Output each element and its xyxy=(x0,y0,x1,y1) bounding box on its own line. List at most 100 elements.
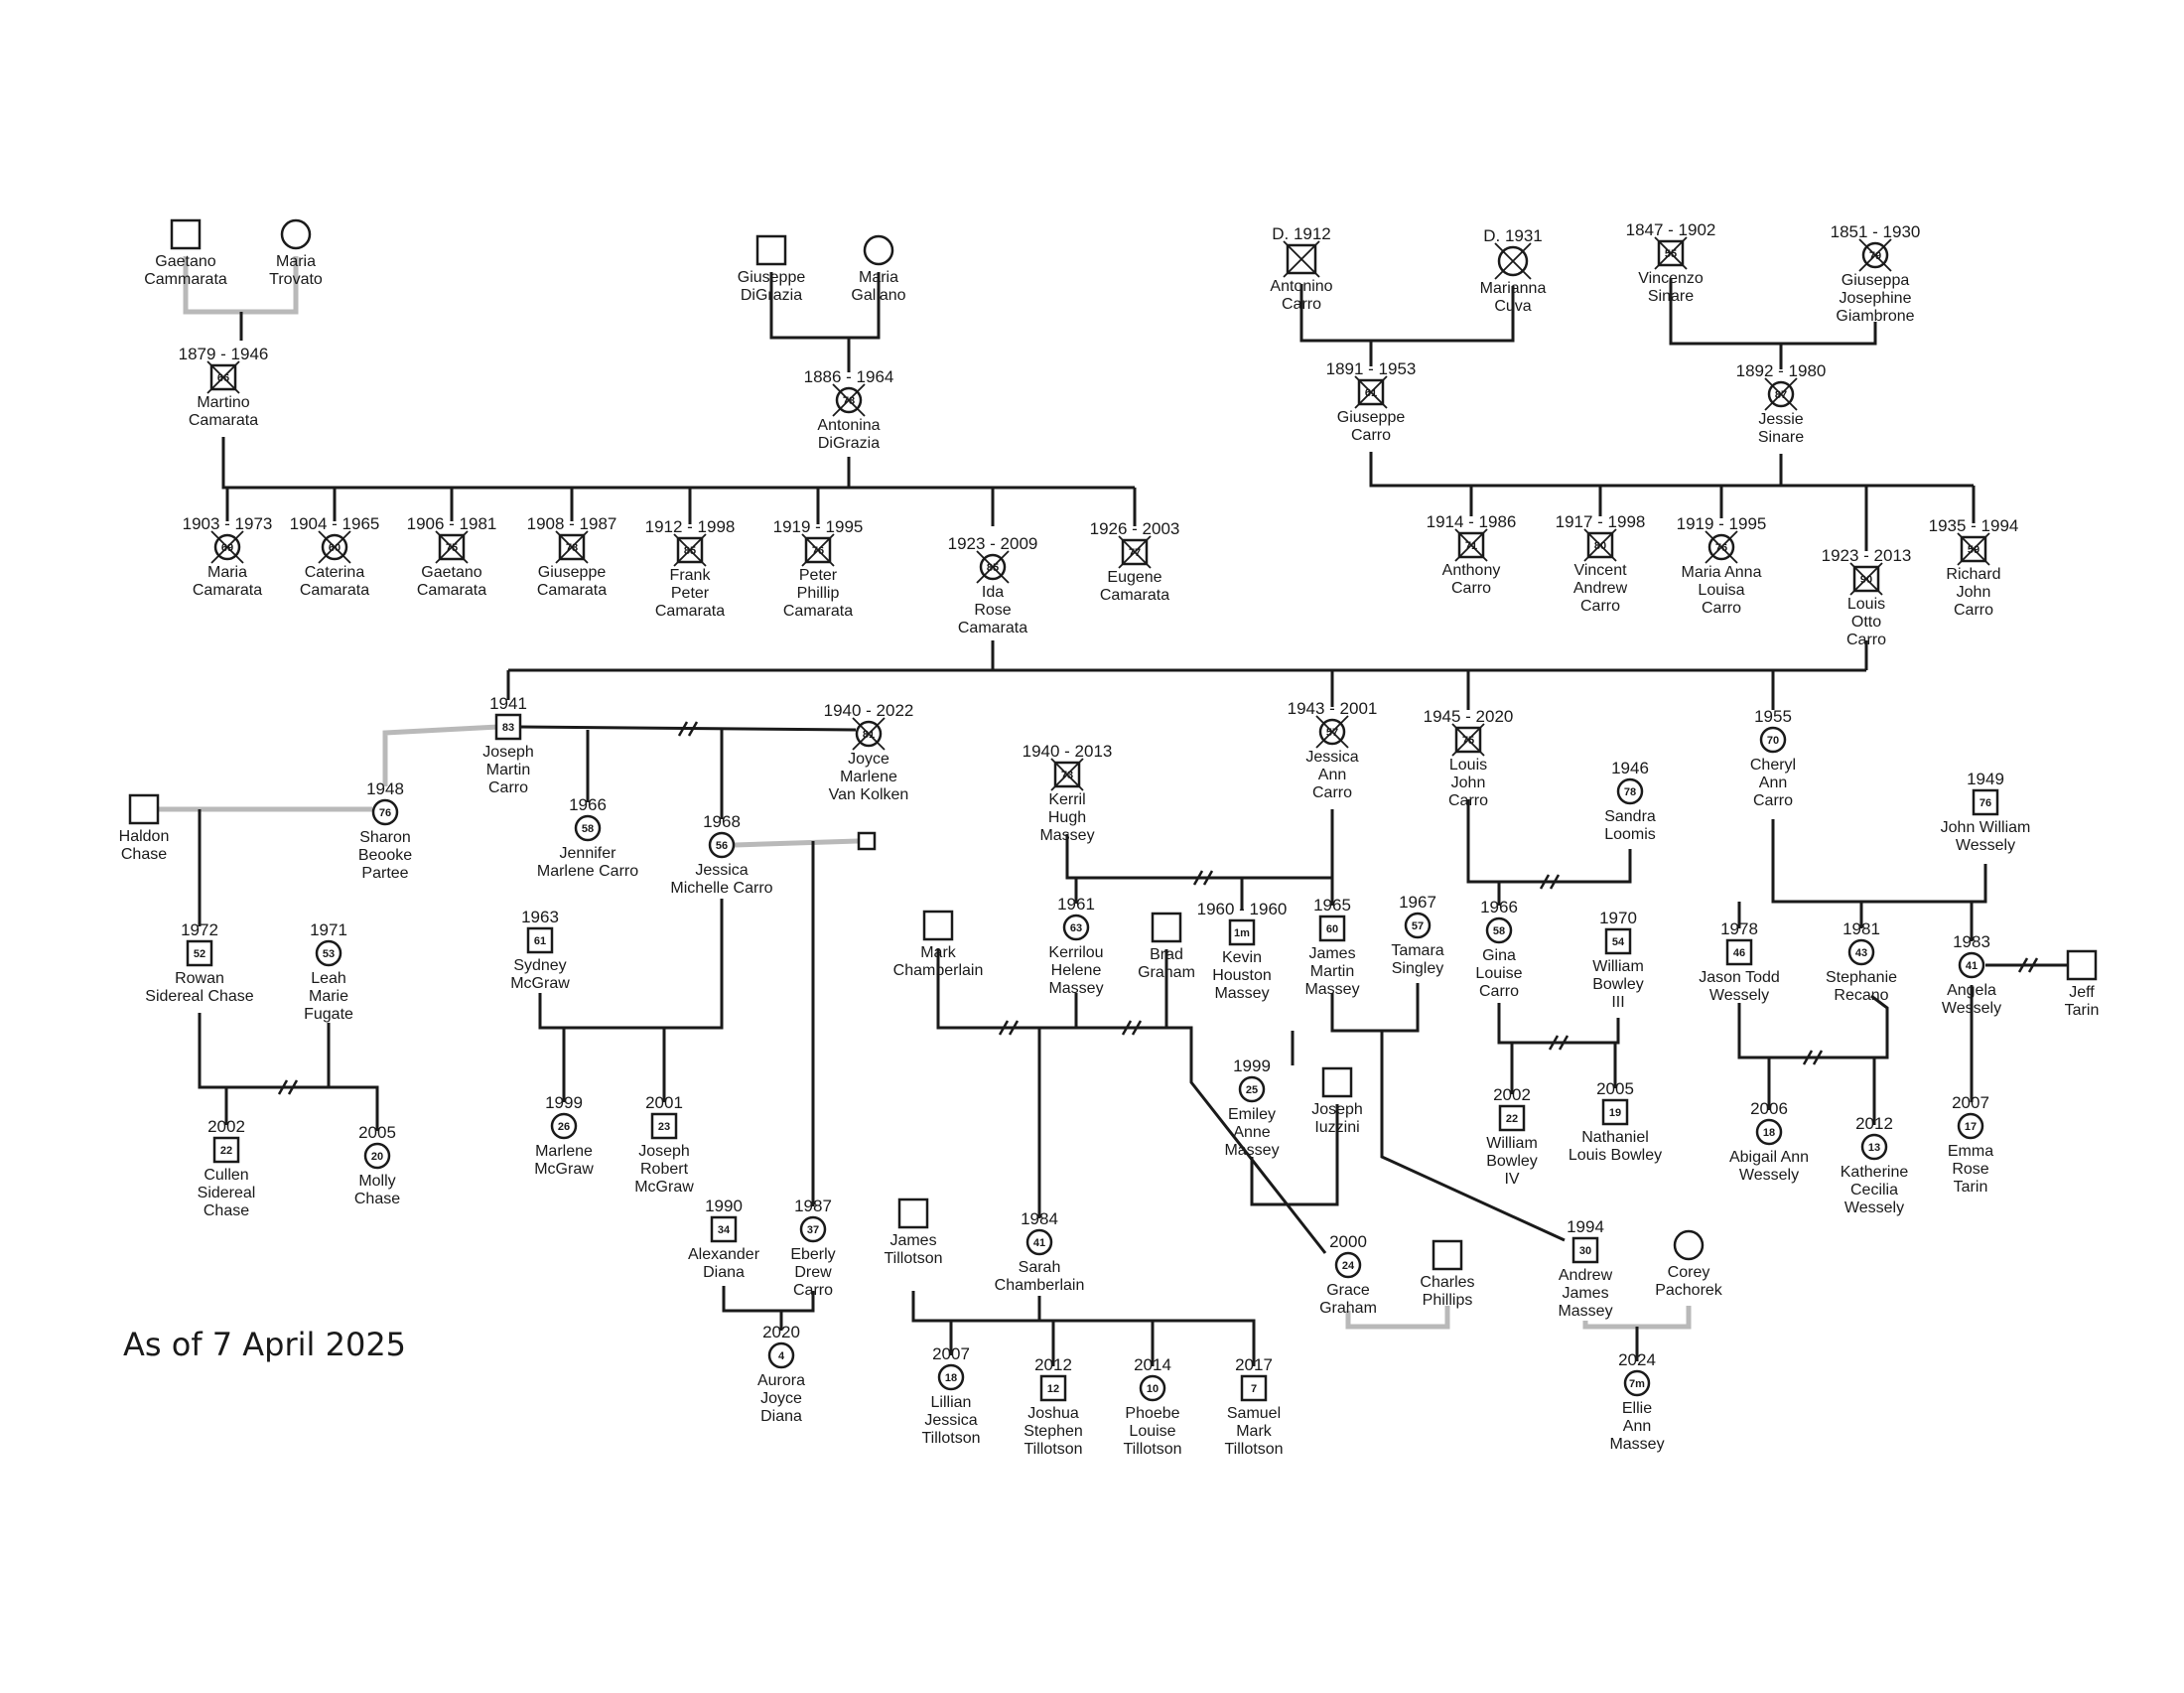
name-line: Martin xyxy=(486,762,530,778)
name-line: Angela xyxy=(1947,982,1996,999)
deceased-cross-icon xyxy=(318,530,351,564)
age-label: 87 xyxy=(1775,389,1787,401)
name-line: Abigail Ann xyxy=(1729,1149,1809,1166)
name-line: Eberly xyxy=(790,1246,835,1263)
name-line: Anthony xyxy=(1442,562,1501,579)
age-label: 19 xyxy=(1609,1107,1621,1119)
life-dates: 1961 xyxy=(1057,895,1095,914)
age-label: 24 xyxy=(1342,1260,1355,1272)
divorce-mark xyxy=(2017,957,2039,973)
life-dates: 1946 xyxy=(1611,759,1649,777)
name-line: Wessely xyxy=(1709,987,1769,1004)
age-label: 66 xyxy=(217,372,229,384)
name-line: Ann xyxy=(1623,1418,1651,1435)
age-label: 70 xyxy=(1767,735,1779,747)
name-line: Iuzzini xyxy=(1314,1119,1359,1136)
name-line: Kerrilou xyxy=(1048,944,1103,961)
life-dates: 1908 - 1987 xyxy=(527,514,617,533)
name-line: Carro xyxy=(1580,598,1620,615)
life-dates: 2007 xyxy=(932,1344,970,1363)
name-line: Chase xyxy=(204,1202,249,1219)
name-line: Giambrone xyxy=(1836,308,1914,325)
male-square-icon xyxy=(1240,1374,1268,1402)
name-line: Giuseppa xyxy=(1842,272,1910,289)
age-label: 1m xyxy=(1234,927,1250,939)
name-line: Massey xyxy=(1304,981,1359,998)
female-circle-icon xyxy=(1673,1229,1705,1261)
name-line: Wessely xyxy=(1739,1167,1799,1184)
female-circle-icon xyxy=(1616,777,1644,805)
name-line: Gina xyxy=(1482,947,1516,964)
name-line: Massey xyxy=(1214,985,1269,1002)
life-dates: 2012 xyxy=(1034,1355,1072,1374)
life-dates: 1955 xyxy=(1754,707,1792,726)
couple-line xyxy=(1466,799,1632,884)
age-label: 80 xyxy=(1594,540,1606,552)
life-dates: 1945 - 2020 xyxy=(1424,707,1514,726)
age-label: 76 xyxy=(1979,797,1991,809)
couple-line xyxy=(1669,278,1877,346)
name-line: Massey xyxy=(1609,1436,1664,1453)
female-circle-icon xyxy=(863,234,894,266)
female-circle-icon xyxy=(280,218,312,250)
deceased-cross-icon xyxy=(1705,530,1738,564)
name-line: Carro xyxy=(793,1282,833,1299)
name-line: Leah xyxy=(311,970,346,987)
age-label: 77 xyxy=(1129,547,1141,559)
deceased-cross-icon xyxy=(673,533,707,567)
male-square-icon xyxy=(1498,1104,1526,1132)
age-label: 71 xyxy=(1465,540,1477,552)
name-line: Antonina xyxy=(817,417,880,434)
name-line: Cammarata xyxy=(144,271,227,288)
age-label: 43 xyxy=(1855,947,1867,959)
life-dates: 1912 - 1998 xyxy=(645,517,736,536)
name-line: Carro xyxy=(1954,602,1993,619)
deceased-cross-icon xyxy=(801,533,835,567)
male-square-icon xyxy=(186,939,213,967)
name-line: Maria Anna xyxy=(1682,564,1762,581)
person-unnamed-partner xyxy=(857,831,877,851)
life-dates: 2000 xyxy=(1329,1232,1367,1251)
name-line: James xyxy=(1308,945,1355,962)
male-square-icon xyxy=(1228,918,1256,946)
life-dates: 1970 xyxy=(1599,909,1637,927)
life-dates: 1994 xyxy=(1567,1217,1604,1236)
age-label: 63 xyxy=(1070,922,1082,934)
name-line: Marlene xyxy=(840,769,897,785)
name-line: Martino xyxy=(197,394,249,411)
name-line: Wessely xyxy=(1956,837,2015,854)
divorce-mark xyxy=(677,721,699,737)
age-label: 18 xyxy=(1763,1127,1775,1139)
age-label: 34 xyxy=(718,1224,731,1236)
male-square-icon xyxy=(1972,788,1999,816)
life-dates: 1886 - 1964 xyxy=(804,367,894,386)
deceased-cross-icon xyxy=(1654,236,1688,270)
female-circle-icon xyxy=(1025,1228,1053,1256)
age-label: 22 xyxy=(1506,1113,1518,1125)
descent-line xyxy=(1380,1031,1566,1242)
name-line: Emiley xyxy=(1228,1106,1276,1123)
female-circle-icon xyxy=(1958,951,1985,979)
male-square-icon xyxy=(1571,1236,1599,1264)
deceased-cross-icon xyxy=(1849,562,1883,596)
name-line: Sharon xyxy=(359,829,411,846)
